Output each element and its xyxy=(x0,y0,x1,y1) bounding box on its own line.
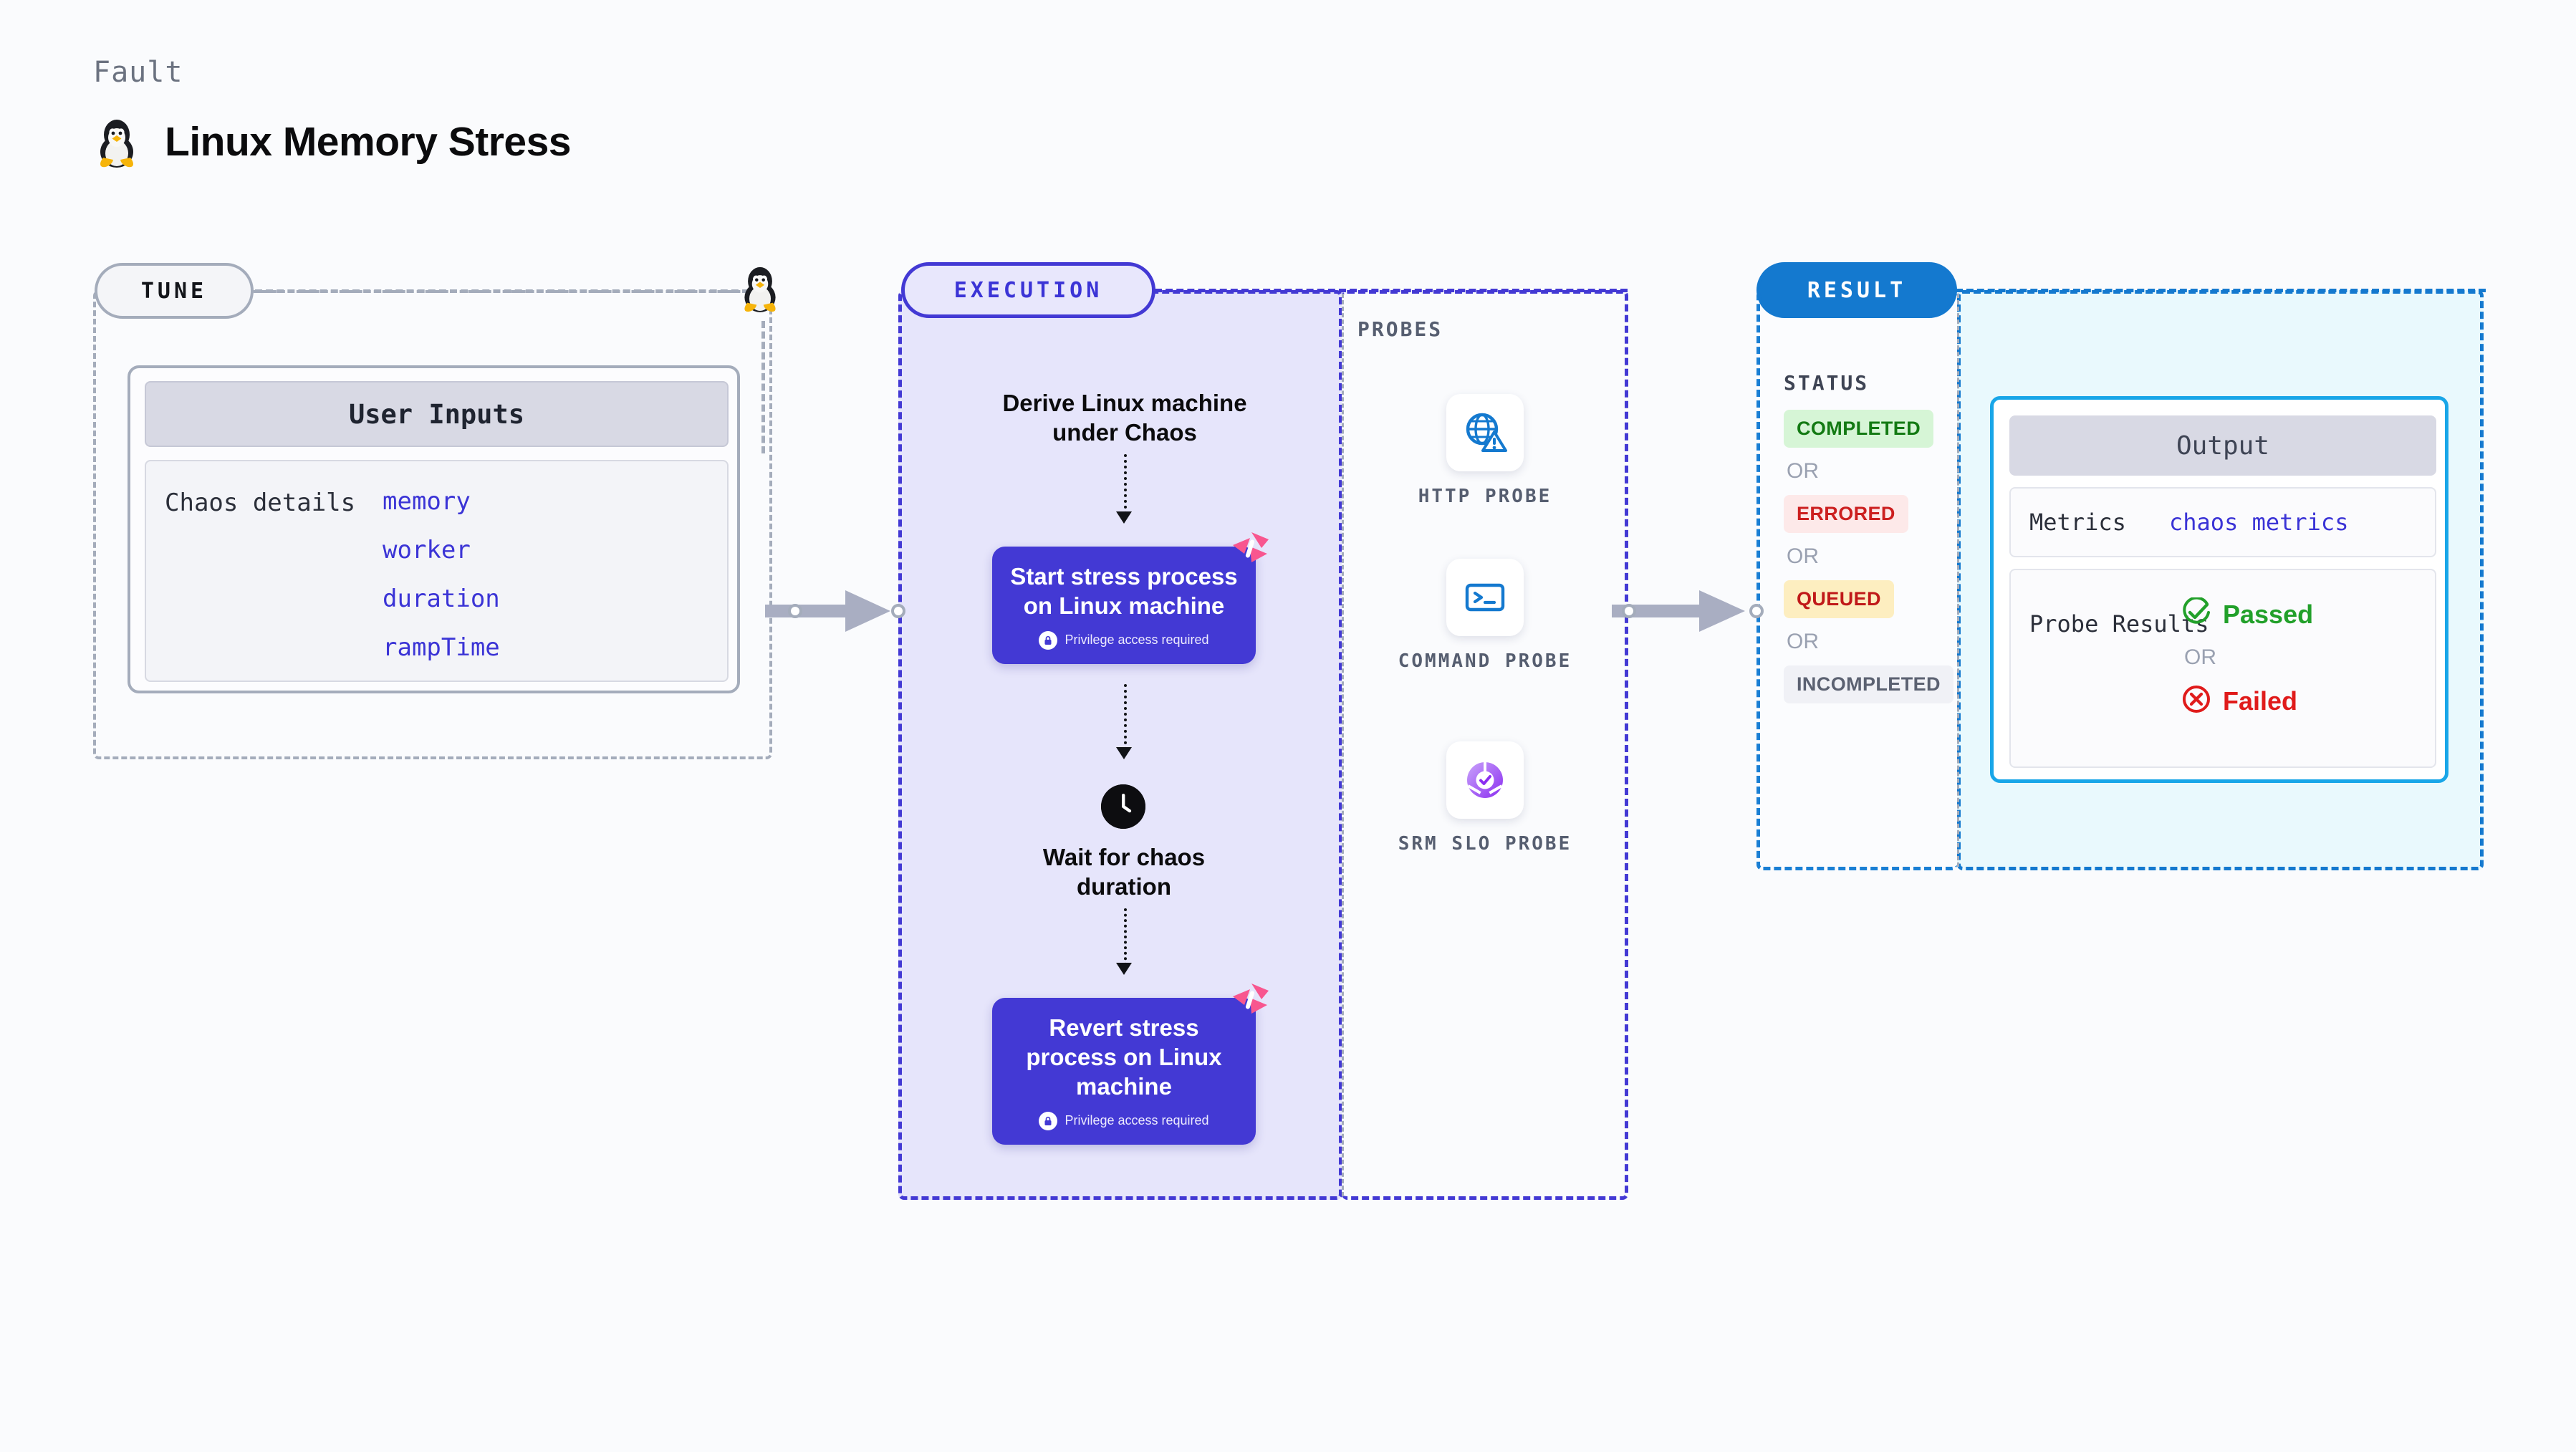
probe-caption: SRM SLO PROBE xyxy=(1398,833,1572,855)
result-divider xyxy=(1957,294,1959,867)
tune-connector-drop-line xyxy=(761,321,765,453)
execution-start-text: Derive Linux machine under Chaos xyxy=(1002,390,1247,446)
status-label: STATUS xyxy=(1784,371,1870,395)
metrics-row: Metrics chaos metrics xyxy=(2009,487,2436,557)
probe-result-passed-label: Passed xyxy=(2223,599,2314,629)
execution-node-privilege: Privilege access required xyxy=(1005,630,1243,650)
probes-section-label: PROBES xyxy=(1357,317,1443,341)
result-section-pill[interactable]: RESULT xyxy=(1756,262,1957,318)
chaos-param-worker[interactable]: worker xyxy=(383,536,471,564)
flow-arrowhead-1 xyxy=(1116,511,1132,524)
result-input-port xyxy=(1749,604,1764,618)
clock-icon xyxy=(1101,784,1145,829)
probe-results-values: Passed OR Failed xyxy=(2181,596,2314,718)
user-inputs-card: User Inputs Chaos details memory worker … xyxy=(128,365,740,693)
tune-output-port xyxy=(788,604,802,618)
flow-connector-1 xyxy=(1124,454,1127,514)
flow-connector-2 xyxy=(1124,684,1127,750)
terminal-icon xyxy=(1446,559,1524,636)
flow-arrowhead-2 xyxy=(1116,747,1132,759)
execution-node-privilege: Privilege access required xyxy=(1005,1111,1243,1130)
status-badge-incompleted: INCOMPLETED xyxy=(1784,665,1953,703)
execution-input-port xyxy=(891,604,905,618)
tune-section-pill[interactable]: TUNE xyxy=(95,263,254,319)
metrics-label: Metrics xyxy=(2029,509,2126,536)
check-circle-icon xyxy=(2181,596,2211,631)
execution-node-title: Revert stress process on Linux machine xyxy=(1026,1014,1222,1100)
execution-node-revert-stress[interactable]: Revert stress process on Linux machine P… xyxy=(992,984,1269,1145)
chaos-param-ramptime[interactable]: rampTime xyxy=(383,633,500,662)
status-badge-completed: COMPLETED xyxy=(1784,410,1934,448)
page-kicker: Fault xyxy=(93,56,183,89)
probe-item-http[interactable]: HTTP PROBE xyxy=(1381,394,1589,509)
slo-donut-check-icon xyxy=(1446,741,1524,819)
status-or-1: OR xyxy=(1787,459,1819,483)
probe-item-srm-slo[interactable]: SRM SLO PROBE xyxy=(1381,741,1589,857)
status-badge-errored: ERRORED xyxy=(1784,495,1908,533)
probes-divider xyxy=(1342,294,1344,1196)
metrics-value[interactable]: chaos metrics xyxy=(2169,509,2349,536)
probe-caption: COMMAND PROBE xyxy=(1398,650,1572,672)
x-circle-icon xyxy=(2181,684,2211,718)
chaos-details-label: Chaos details xyxy=(165,489,356,517)
execution-node-start-stress[interactable]: Start stress process on Linux machine Pr… xyxy=(992,532,1269,664)
execution-top-dash xyxy=(1155,289,1628,292)
output-card: Output Metrics chaos metrics Probe Resul… xyxy=(1990,396,2448,783)
probe-item-command[interactable]: COMMAND PROBE xyxy=(1381,559,1589,674)
page-title-row: Linux Memory Stress xyxy=(93,116,572,168)
chaos-parameter-list: memory worker duration rampTime xyxy=(383,487,500,662)
harness-logo-icon xyxy=(1230,529,1272,574)
tune-connector-line xyxy=(255,289,749,293)
chaos-details-panel: Chaos details memory worker duration ram… xyxy=(145,460,729,682)
execution-node-title: Start stress process on Linux machine xyxy=(1010,563,1238,619)
status-badge-list: COMPLETED OR ERRORED OR QUEUED OR INCOMP… xyxy=(1784,410,1953,703)
probe-results-row: Probe Results Passed OR xyxy=(2009,569,2436,768)
flow-connector-3 xyxy=(1124,908,1127,966)
user-inputs-header: User Inputs xyxy=(145,381,729,447)
chaos-param-memory[interactable]: memory xyxy=(383,487,471,516)
lock-icon xyxy=(1039,1111,1058,1130)
linux-tux-penguin-icon xyxy=(93,116,140,168)
lock-icon xyxy=(1039,630,1058,650)
probe-result-failed-label: Failed xyxy=(2223,686,2298,716)
tune-connector-penguin-icon xyxy=(738,264,782,316)
probe-caption: HTTP PROBE xyxy=(1418,486,1552,507)
execution-section-pill[interactable]: EXECUTION xyxy=(901,262,1155,318)
chaos-param-duration[interactable]: duration xyxy=(383,585,500,613)
globe-warning-icon xyxy=(1446,394,1524,471)
page-title: Linux Memory Stress xyxy=(165,119,572,165)
execution-output-port xyxy=(1622,604,1636,618)
probe-result-or: OR xyxy=(2184,645,2216,669)
status-or-2: OR xyxy=(1787,544,1819,568)
harness-logo-icon xyxy=(1230,981,1272,1026)
tune-to-execution-arrow xyxy=(765,586,908,640)
output-header: Output xyxy=(2009,415,2436,476)
execution-wait-text: Wait for chaos duration xyxy=(1042,844,1206,900)
probe-results-label: Probe Results xyxy=(2029,610,2209,638)
probe-result-passed: Passed xyxy=(2181,596,2314,631)
execution-node-privilege-text: Privilege access required xyxy=(1064,633,1209,648)
flow-arrowhead-3 xyxy=(1116,963,1132,975)
status-badge-queued: QUEUED xyxy=(1784,580,1894,618)
status-or-3: OR xyxy=(1787,630,1819,653)
execution-node-privilege-text: Privilege access required xyxy=(1064,1113,1209,1128)
result-top-dash xyxy=(1956,289,2486,292)
probe-result-failed: Failed xyxy=(2181,684,2313,718)
